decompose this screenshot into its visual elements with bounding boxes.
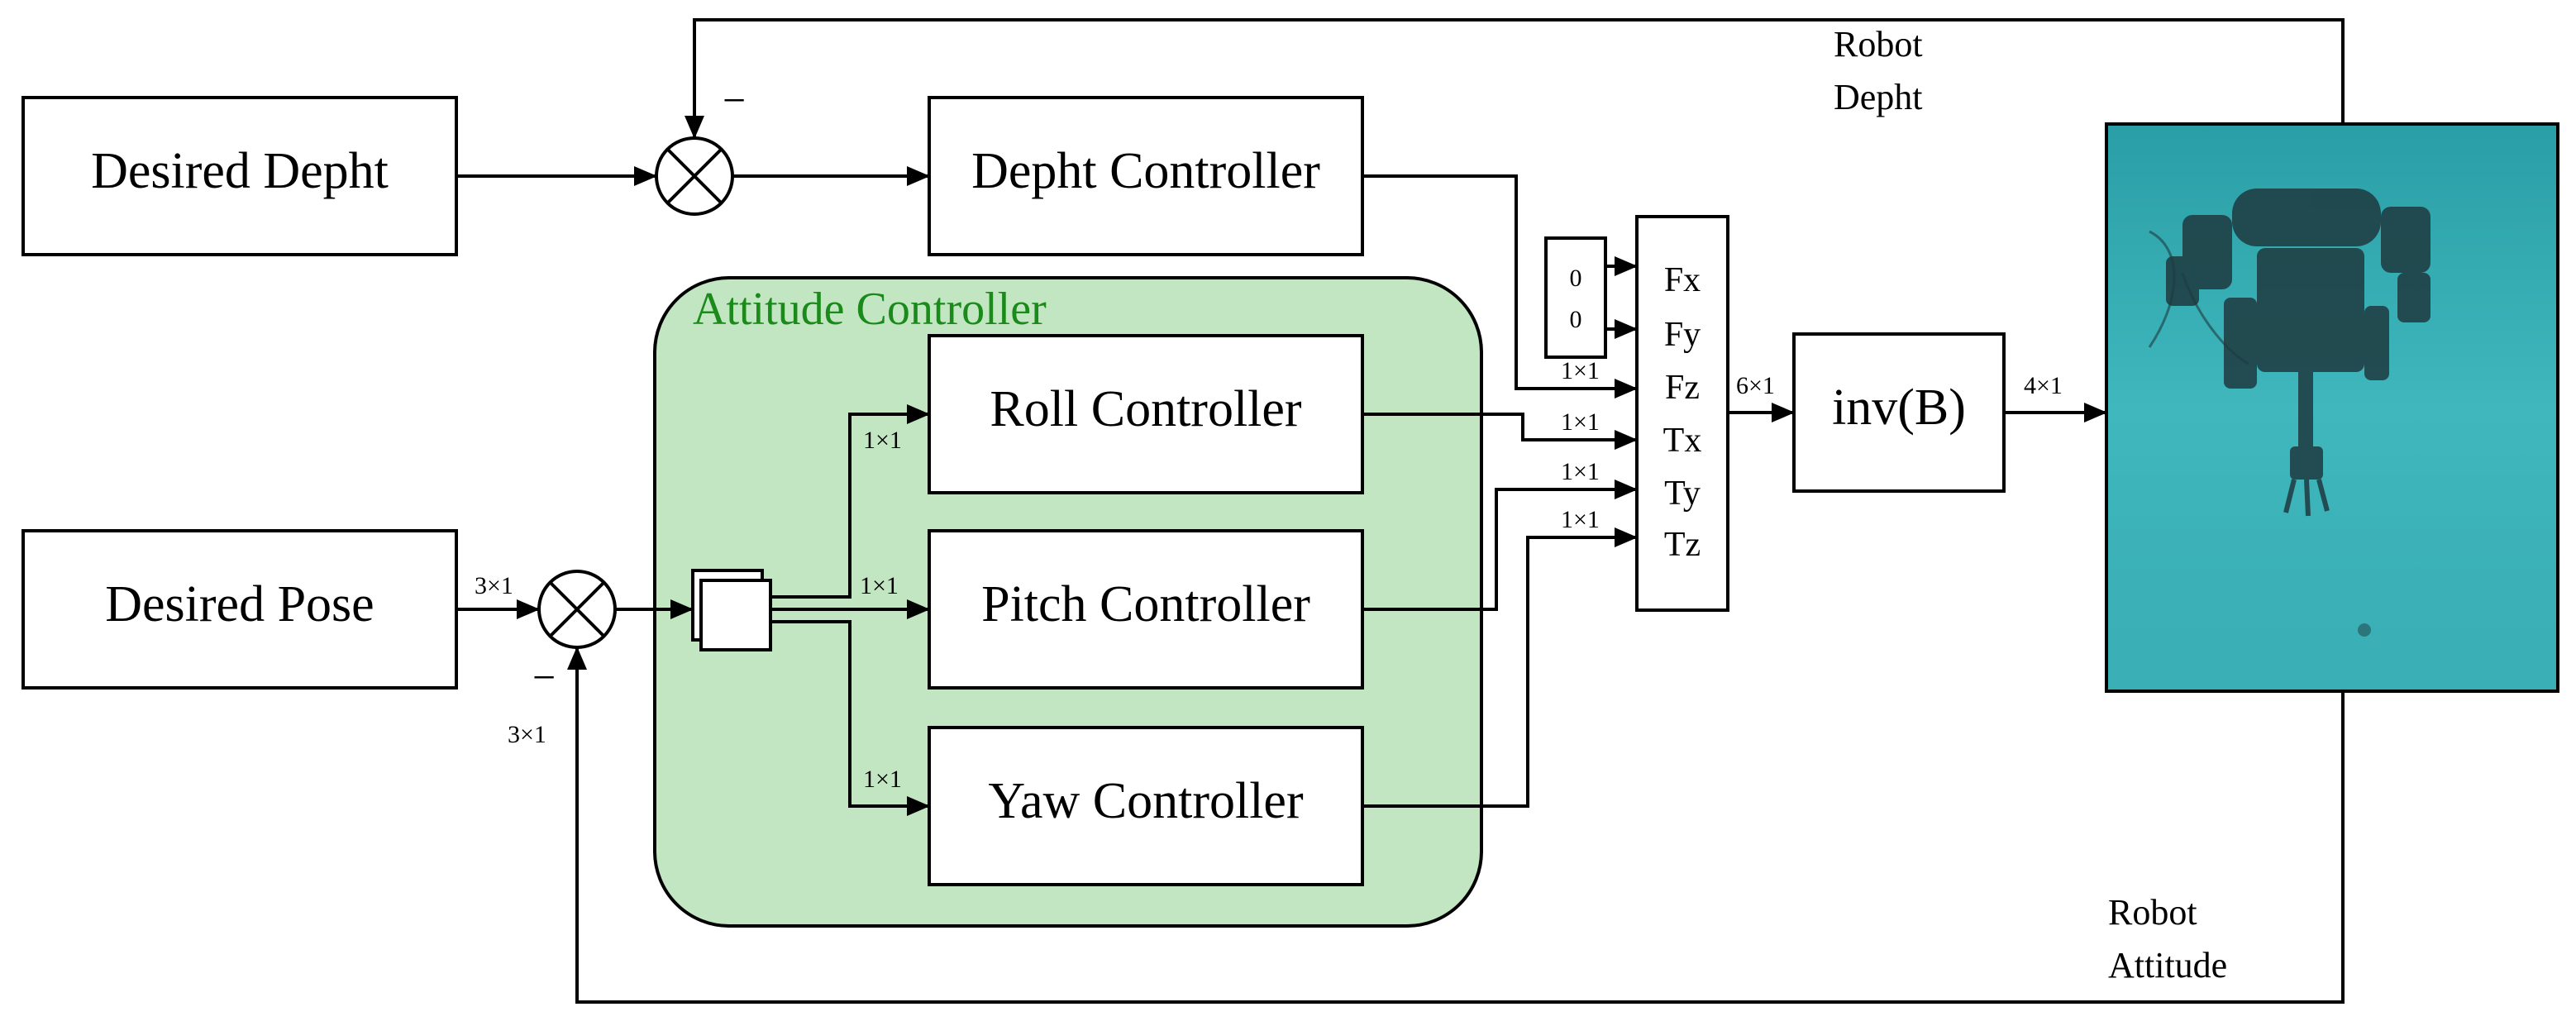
mux-input-tz: Tz xyxy=(1664,526,1701,564)
depth-controller-label: Depht Controller xyxy=(971,143,1320,199)
wire-robot-attitude-feedback xyxy=(567,647,2345,1004)
robot-depth-label-line1: Robot xyxy=(1834,24,1923,64)
wire-yaw-to-tz xyxy=(1362,527,1638,808)
robot-image xyxy=(2105,122,2559,693)
label-pitch-in: 1×1 xyxy=(860,572,899,599)
wire-robot-depth-feedback xyxy=(685,18,2345,139)
wire-depth-to-fz xyxy=(1362,174,1638,398)
pitch-controller-block[interactable]: Pitch Controller xyxy=(928,529,1364,690)
mux-input-fz: Fz xyxy=(1665,369,1700,407)
mux-input-ty: Ty xyxy=(1664,475,1701,513)
label-mux-out: 6×1 xyxy=(1736,372,1775,399)
desired-pose-label: Desired Pose xyxy=(105,576,374,632)
desired-depth-label: Desired Depht xyxy=(91,143,389,199)
pose-minus-sign: − xyxy=(532,654,556,700)
robot-depth-label-line2: Depht xyxy=(1834,77,1923,117)
pose-sum-junction[interactable] xyxy=(537,570,617,649)
wire-roll-to-tx xyxy=(1362,413,1638,450)
wire-demux-to-roll xyxy=(770,404,930,599)
label-tx-in: 1×1 xyxy=(1561,408,1600,436)
label-roll-in: 1×1 xyxy=(863,427,902,454)
yaw-controller-label: Yaw Controller xyxy=(988,773,1304,829)
label-ty-in: 1×1 xyxy=(1561,458,1600,485)
robot-attitude-label-line1: Robot xyxy=(2108,892,2197,933)
desired-depth-block[interactable]: Desired Depht xyxy=(21,96,458,256)
wire-pitch-to-ty xyxy=(1362,480,1638,611)
constant-zero-block[interactable]: 0 0 xyxy=(1544,236,1607,359)
mux-block[interactable]: Fx Fy Fz Tx Ty Tz xyxy=(1635,215,1729,612)
mux-input-tx: Tx xyxy=(1663,422,1702,460)
label-pose-feedback: 3×1 xyxy=(508,721,546,748)
wire-demux-to-yaw xyxy=(770,620,930,816)
label-yaw-in: 1×1 xyxy=(863,766,902,793)
attitude-controller-title: Attitude Controller xyxy=(693,284,1047,335)
depth-controller-block[interactable]: Depht Controller xyxy=(928,96,1364,256)
label-invb-out: 4×1 xyxy=(2024,372,2063,399)
depth-sum-junction[interactable] xyxy=(655,136,734,216)
roll-controller-label: Roll Controller xyxy=(990,381,1302,437)
roll-controller-block[interactable]: Roll Controller xyxy=(928,334,1364,494)
mux-input-fy: Fy xyxy=(1664,316,1701,354)
demux-block[interactable] xyxy=(691,569,772,651)
constant-zero-2: 0 xyxy=(1570,306,1582,333)
inv-b-block[interactable]: inv(B) xyxy=(1792,332,2006,493)
desired-pose-block[interactable]: Desired Pose xyxy=(21,529,458,690)
mux-input-fx: Fx xyxy=(1664,261,1701,299)
pitch-controller-label: Pitch Controller xyxy=(981,576,1310,632)
label-pose-in: 3×1 xyxy=(475,572,513,599)
constant-zero-1: 0 xyxy=(1570,265,1582,292)
inv-b-label: inv(B) xyxy=(1832,379,1966,436)
label-tz-in: 1×1 xyxy=(1561,506,1600,533)
label-fz-in: 1×1 xyxy=(1561,357,1600,384)
depth-minus-sign: − xyxy=(723,77,746,123)
yaw-controller-block[interactable]: Yaw Controller xyxy=(928,726,1364,886)
robot-attitude-label-line2: Attitude xyxy=(2108,945,2227,985)
